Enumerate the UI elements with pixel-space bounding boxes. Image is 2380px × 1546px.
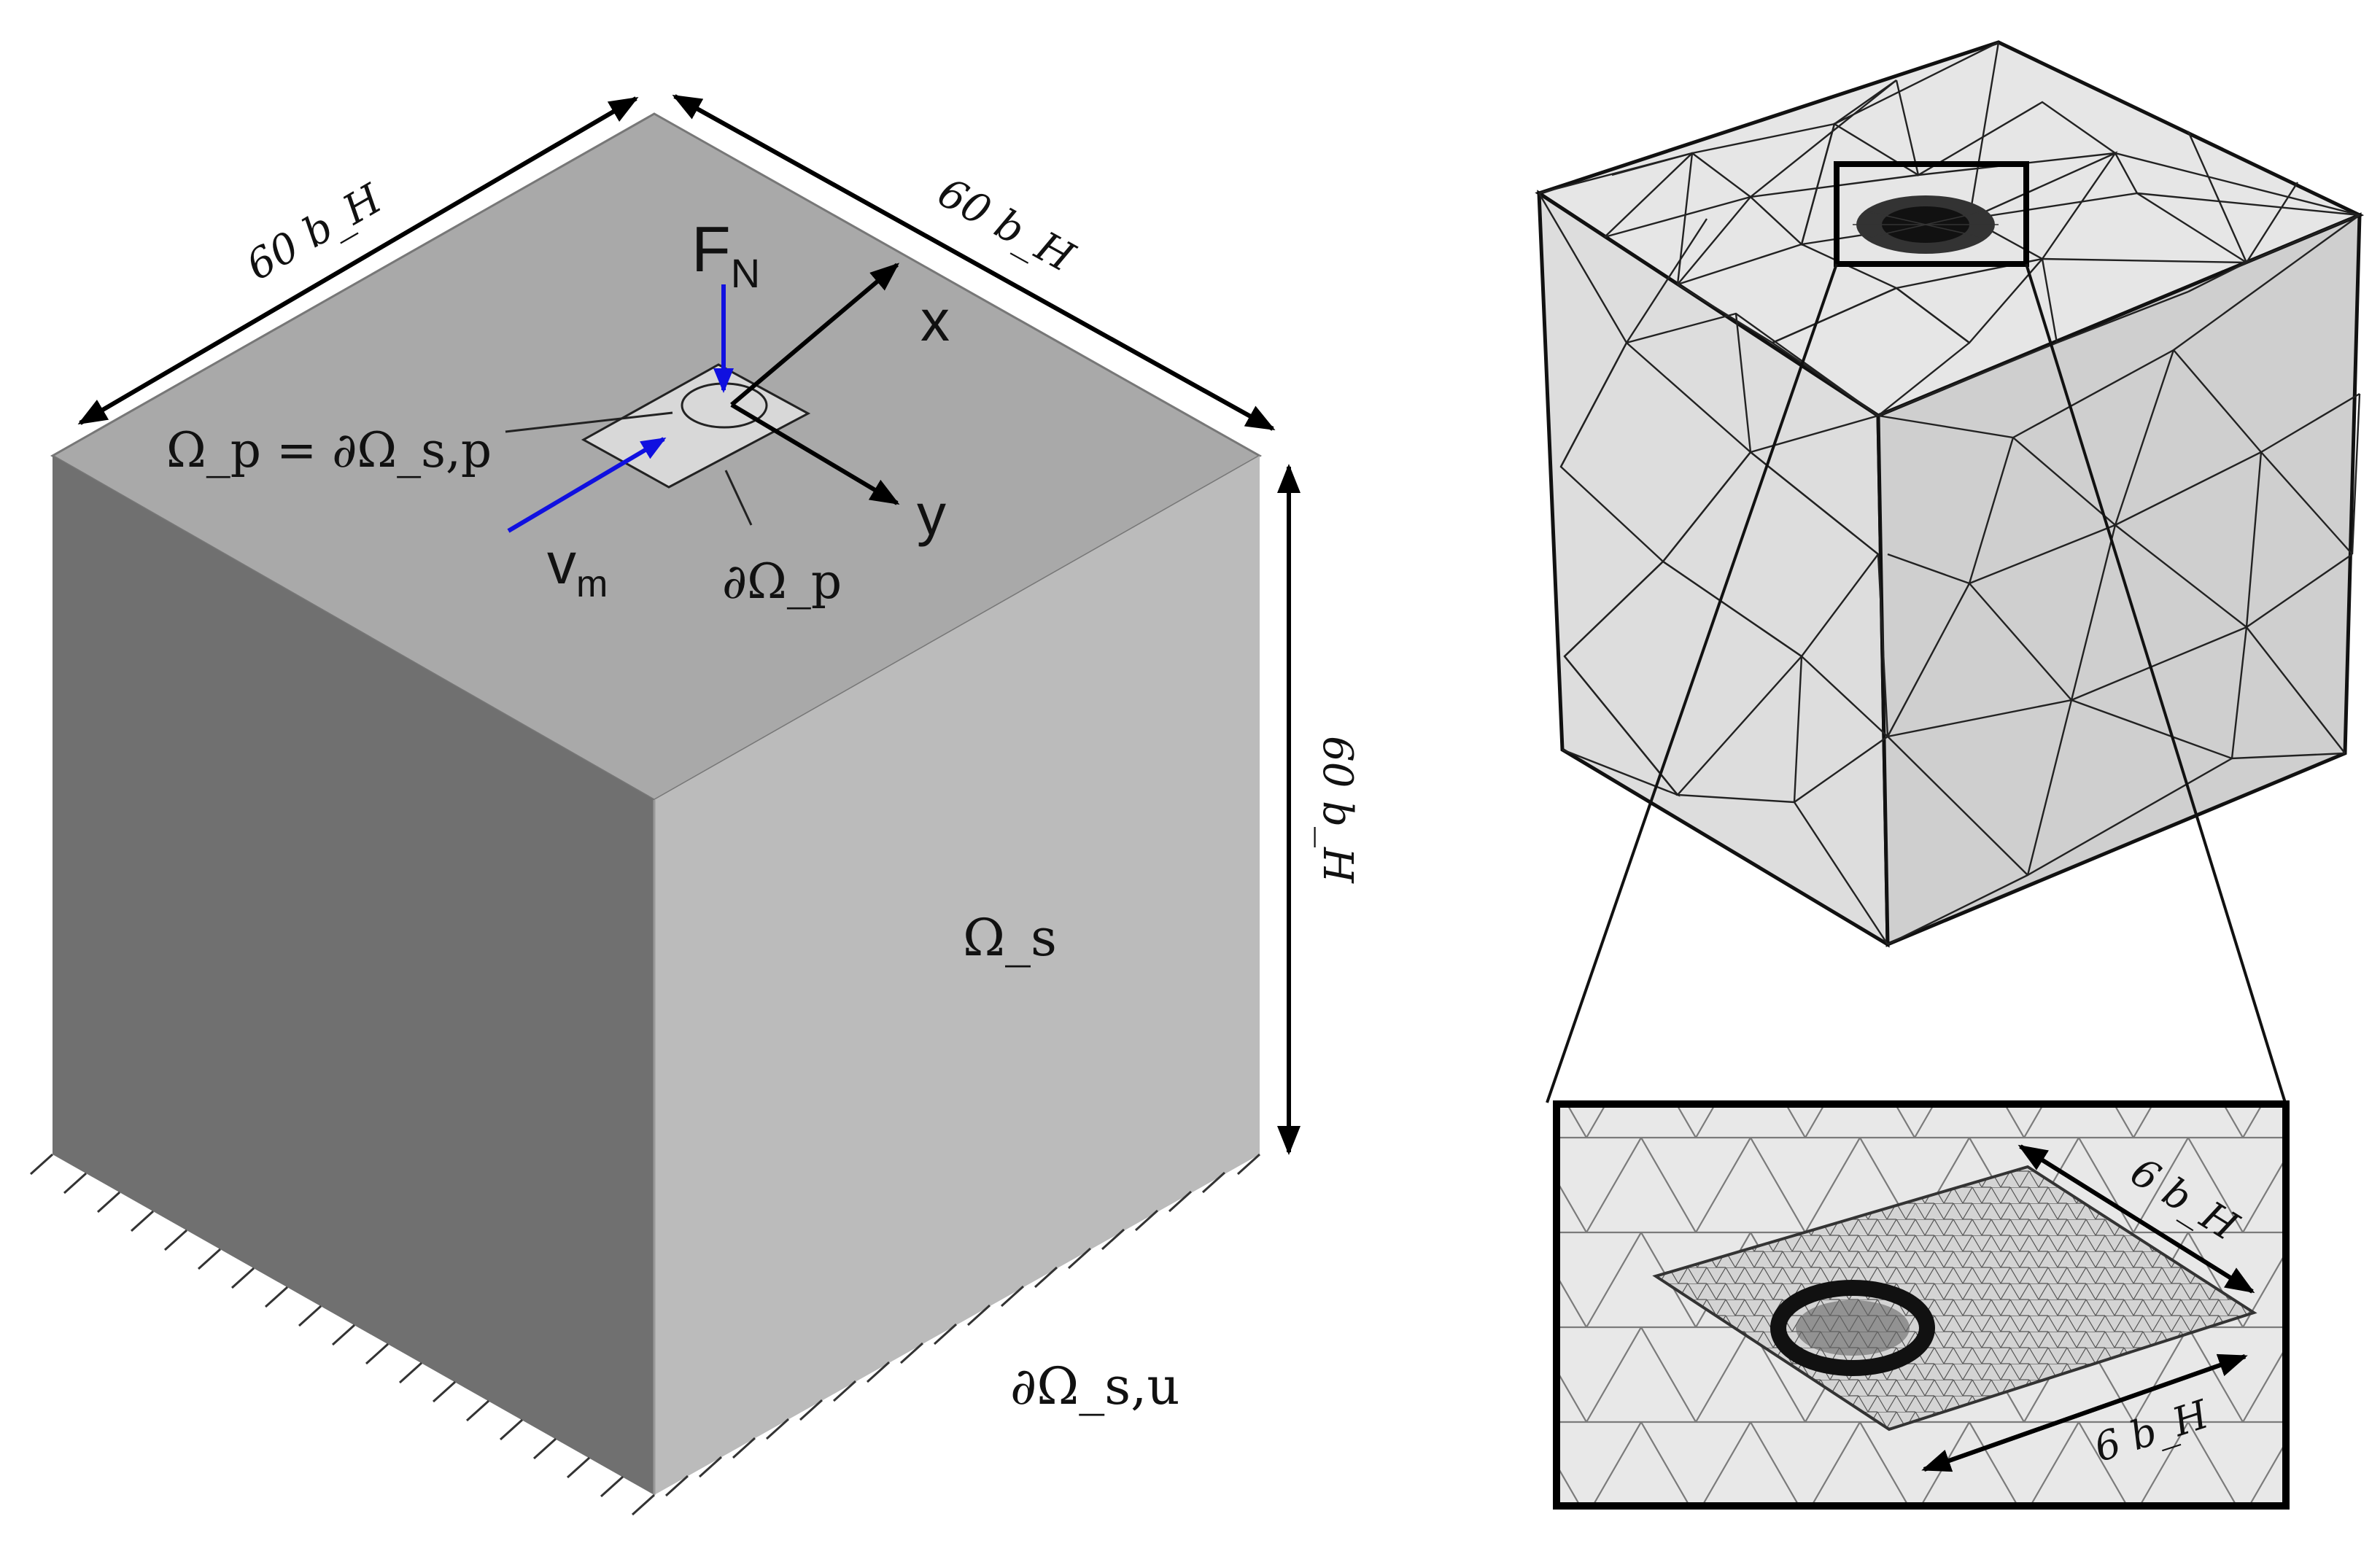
cube-left-face bbox=[53, 456, 654, 1495]
velocity-label: vm bbox=[547, 531, 608, 605]
dim-label-vertical: 60 b_H bbox=[1314, 736, 1361, 884]
dim-label-top-left: 60 b_H bbox=[239, 175, 390, 290]
velocity-arrow bbox=[507, 437, 667, 533]
mesh-inset: 6 b_H 6 b_H bbox=[1553, 1100, 2290, 1510]
coordinate-axes bbox=[730, 263, 900, 505]
y-axis-arrow bbox=[730, 403, 900, 505]
pad-boundary-label: ∂Ω_p bbox=[722, 553, 842, 610]
dimension-arrows bbox=[77, 94, 1301, 1155]
normal-force-label: FN bbox=[691, 213, 760, 296]
pad-domain-label: Ω_p = ∂Ω_s,p bbox=[166, 422, 492, 478]
fixed-boundary-hatching bbox=[29, 1153, 1261, 1516]
x-axis-arrow bbox=[730, 263, 900, 407]
dim-label-top-right: 60 b_H bbox=[930, 168, 1082, 281]
zoom-region-box bbox=[1834, 161, 2029, 267]
axis-y-label: y bbox=[917, 482, 946, 547]
cube-right-face bbox=[654, 456, 1260, 1495]
fixed-boundary-label: ∂Ω_s,u bbox=[1010, 1356, 1180, 1416]
zoom-leader-lines bbox=[1546, 263, 2287, 1103]
inset-contact-ring bbox=[1770, 1280, 1935, 1376]
left-cube bbox=[50, 112, 1263, 1495]
solid-domain-label: Ω_s bbox=[963, 908, 1057, 968]
meshed-cube bbox=[1535, 40, 2365, 948]
axis-x-label: x bbox=[920, 288, 950, 353]
